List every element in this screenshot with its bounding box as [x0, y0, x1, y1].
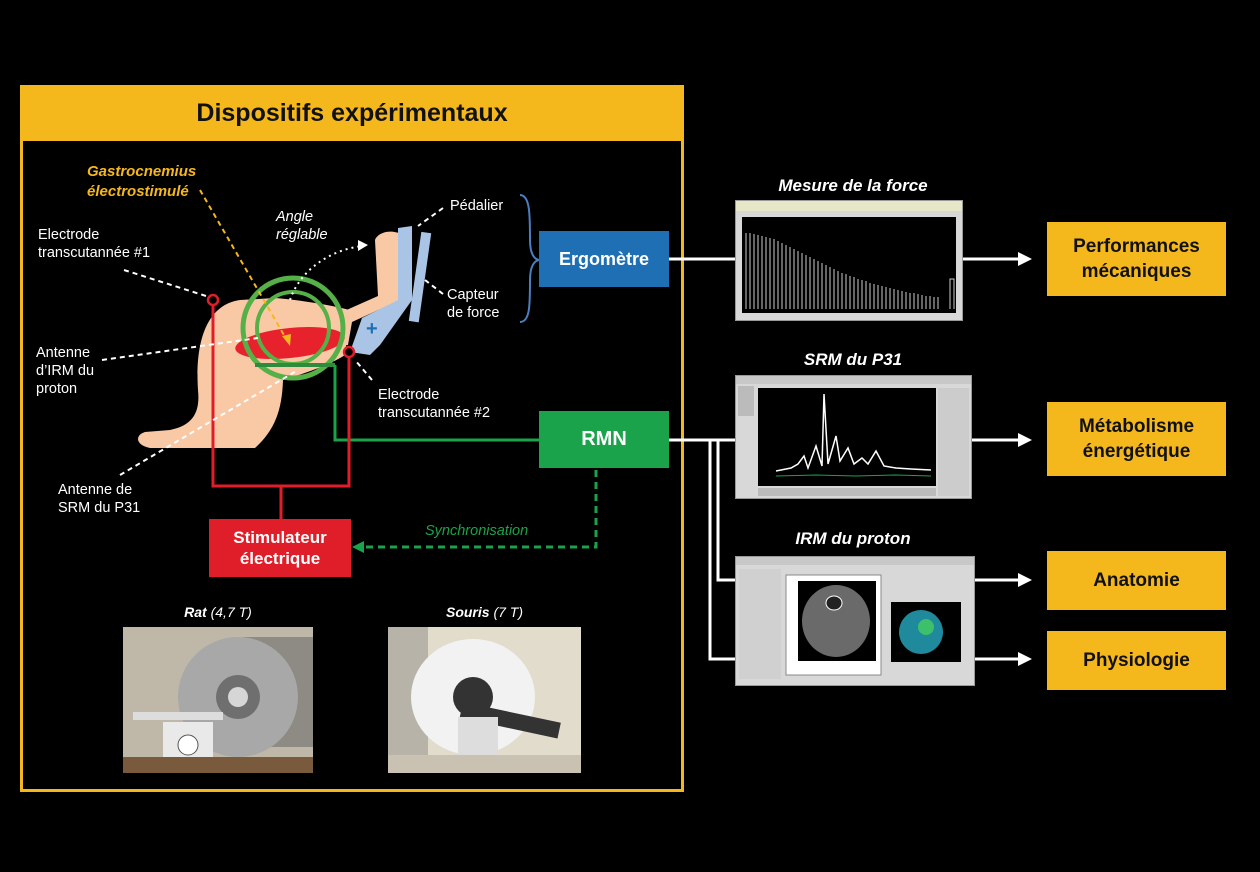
ergometre-box: Ergomètre	[539, 231, 669, 287]
angle-line1: Angle	[276, 209, 314, 225]
proton-antenna-coil	[240, 275, 346, 381]
electrode-1-dot	[206, 293, 220, 307]
performances-line2: mécaniques	[1081, 261, 1192, 282]
stimulateur-line1: Stimulateur	[233, 528, 327, 547]
souris-caption: Souris (7 T)	[388, 604, 581, 620]
pedal-illustration	[350, 226, 412, 355]
performances-line1: Performances	[1073, 236, 1200, 257]
antenne-srm-line2: SRM du P31	[58, 500, 141, 516]
synchronisation-label: Synchronisation	[425, 523, 529, 539]
souris-field: (7 T)	[493, 604, 524, 620]
electrode-2-line1: Electrode	[378, 387, 440, 403]
electrode-2-dot	[342, 345, 356, 359]
capteur-line2: de force	[447, 305, 500, 321]
rat-caption: Rat (4,7 T)	[123, 604, 313, 620]
rat-name: Rat	[184, 604, 207, 620]
metabolisme-line1: Métabolisme	[1078, 416, 1195, 437]
antenne-irm-label: Antenne d’IRM du proton	[36, 344, 94, 398]
bracket	[519, 194, 541, 323]
electrostimule-text: électrostimulé	[87, 183, 189, 200]
electrode-2-label: Electrode transcutannée #2	[378, 386, 490, 422]
rat-field: (4,7 T)	[210, 604, 252, 620]
force-measure-screen	[735, 200, 963, 321]
electrode-1-line2: transcutannée #1	[38, 245, 151, 261]
stimulateur-box: Stimulateur électrique	[209, 519, 351, 577]
souris-name: Souris	[445, 604, 490, 620]
force-sensor-illustration	[408, 231, 432, 323]
performances-box: Performances mécaniques	[1047, 222, 1226, 296]
rmn-wire	[333, 365, 539, 442]
svg-text:+: +	[366, 318, 378, 340]
force-title: Mesure de la force	[778, 176, 928, 195]
capteur-label: Capteur de force	[447, 286, 499, 322]
physiologie-box: Physiologie	[1047, 631, 1226, 690]
pedalier-label: Pédalier	[450, 198, 504, 214]
antenne-srm-label: Antenne de SRM du P31	[58, 481, 140, 517]
frame-title: Dispositifs expérimentaux	[20, 85, 684, 141]
antenne-irm-line1: Antenne	[36, 345, 91, 361]
synchronisation-line	[362, 470, 598, 549]
capteur-line1: Capteur	[447, 287, 499, 303]
rat-scanner-photo	[123, 627, 313, 773]
angle-label: Angle réglable	[276, 208, 328, 244]
antenne-irm-line2: d’IRM du	[36, 363, 95, 379]
antenne-srm-line1: Antenne de	[58, 482, 133, 498]
stimulateur-line2: électrique	[239, 549, 321, 568]
metabolisme-box: Métabolisme énergétique	[1047, 402, 1226, 476]
rmn-box: RMN	[539, 411, 669, 468]
electrode-1-label: Electrode transcutannée #1	[38, 226, 150, 262]
foot-illustration	[340, 231, 405, 346]
gastrocnemius-text: Gastrocnemius	[87, 163, 197, 180]
gastrocnemius-label: Gastrocnemius électrostimulé	[87, 162, 227, 202]
irm-title: IRM du proton	[795, 529, 911, 548]
electrode-2-line2: transcutannée #2	[378, 405, 491, 421]
srm-title: SRM du P31	[803, 350, 903, 369]
antenne-irm-line3: proton	[36, 381, 78, 397]
souris-scanner-photo	[388, 627, 581, 773]
irm-image-screen	[735, 556, 975, 686]
metabolisme-line2: énergétique	[1082, 441, 1191, 462]
angle-line2: réglable	[276, 227, 328, 243]
anatomie-box: Anatomie	[1047, 551, 1226, 610]
srm-spectrum-screen	[735, 375, 972, 499]
electrode-1-line1: Electrode	[38, 227, 100, 243]
